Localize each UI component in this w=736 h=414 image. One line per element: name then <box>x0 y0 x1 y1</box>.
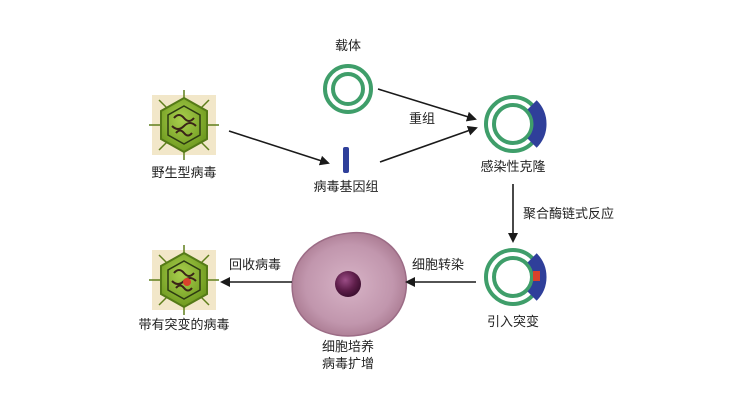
arrow-wild-virus-to-genome <box>228 130 330 166</box>
vector-plasmid-icon <box>323 64 373 114</box>
mutant-virus-icon <box>149 245 219 315</box>
arrow-genome-to-clone <box>379 125 478 163</box>
viral-genome-fragment-icon <box>343 147 349 173</box>
viral-genome-label: 病毒基因组 <box>313 180 379 195</box>
infectious-clone-plasmid-icon <box>484 95 547 153</box>
cell-culture-label: 细胞培养 <box>321 340 375 355</box>
host-cell-icon <box>291 232 408 337</box>
virus-amplification-label: 病毒扩增 <box>321 357 375 372</box>
wild-type-virus-label: 野生型病毒 <box>151 166 217 181</box>
mutant-virus-label: 带有突变的病毒 <box>138 318 230 333</box>
mutation-label: 引入突变 <box>486 315 540 330</box>
recover-virus-step-label: 回收病毒 <box>229 258 282 273</box>
pcr-step-label: 聚合酶链式反应 <box>523 207 615 222</box>
mutated-plasmid-icon <box>484 248 547 306</box>
recombine-step-label: 重组 <box>409 112 436 127</box>
wild-type-virus-icon <box>149 90 219 160</box>
arrow-vector-to-clone <box>377 88 477 122</box>
infectious-clone-label: 感染性克隆 <box>480 160 546 175</box>
vector-label: 载体 <box>334 39 362 54</box>
transfect-step-label: 细胞转染 <box>412 258 465 273</box>
